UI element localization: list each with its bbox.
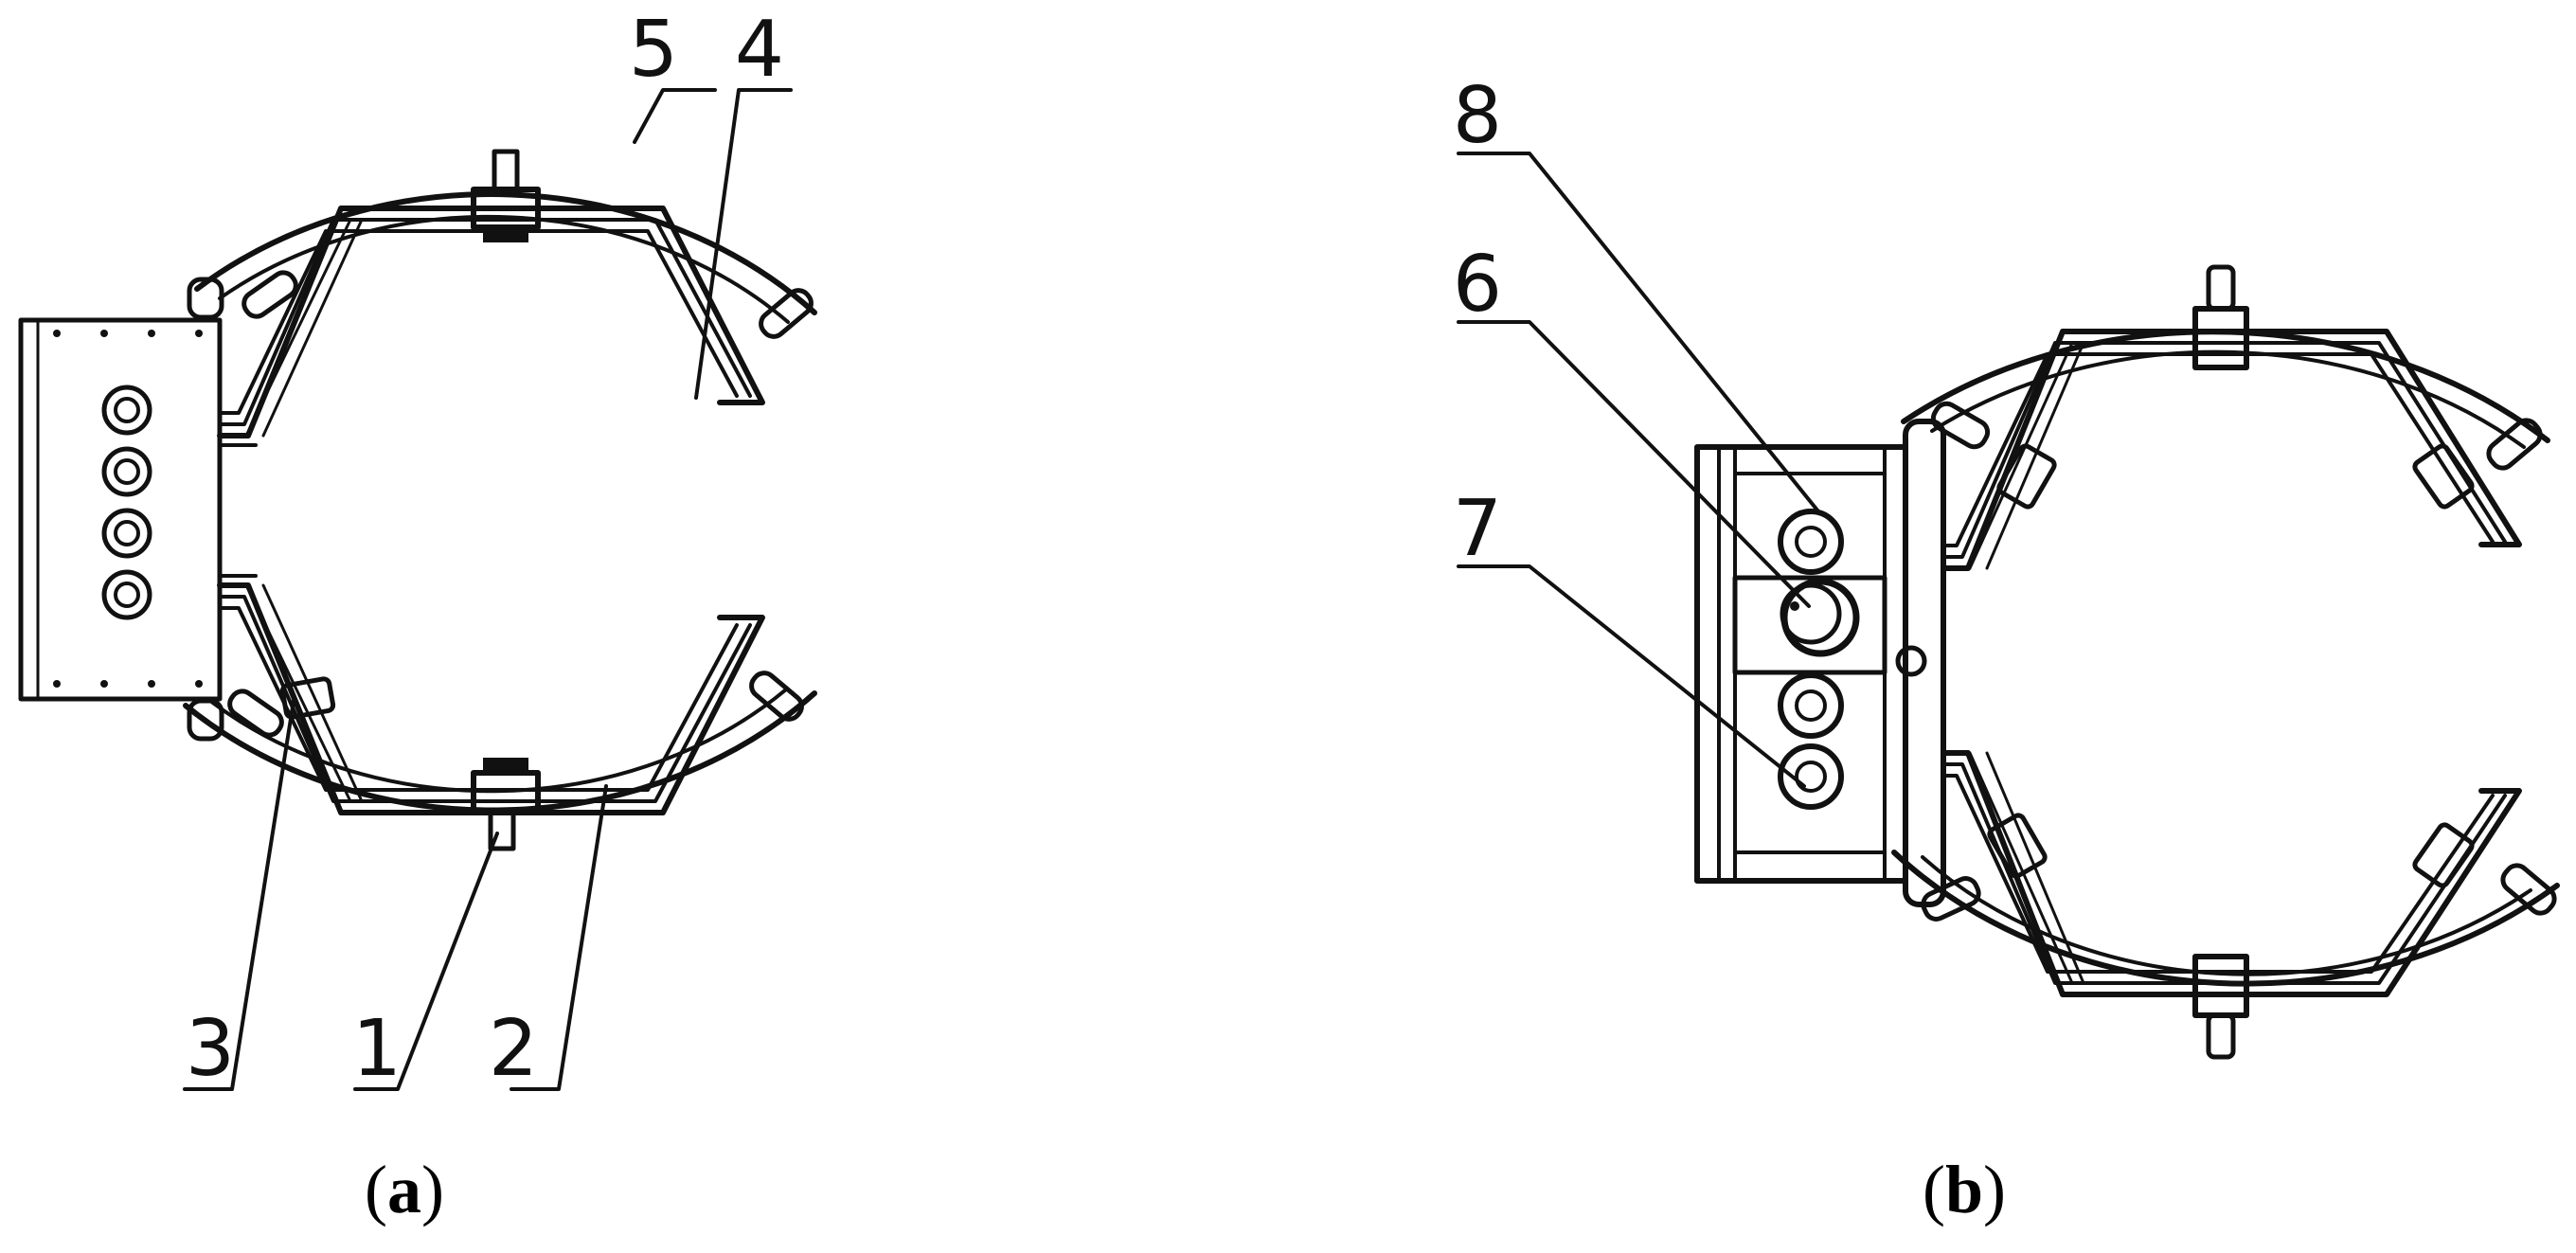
upper-jaw-frame-b [1941, 329, 2522, 571]
part-label-7: 7 [1453, 484, 1502, 574]
gearbox-housing-b [1694, 419, 1946, 907]
leader-lines-b [1457, 152, 1820, 788]
part-label-3: 3 [186, 1004, 235, 1094]
part-label-6: 6 [1453, 240, 1502, 330]
clamp-blocks-b [1987, 264, 2475, 1060]
caption-b: (b) [1923, 1152, 2007, 1227]
motor-b [1780, 578, 1860, 657]
part-label-8: 8 [1453, 71, 1502, 161]
part-label-1: 1 [352, 1004, 402, 1094]
linkage-pins-b [1921, 401, 2557, 922]
clamp-block-bottom-a [471, 758, 541, 851]
caption-a: (a) [365, 1152, 444, 1227]
part-label-2: 2 [489, 1004, 538, 1094]
lower-jaw-frame-a [217, 574, 765, 815]
base-plate-a [18, 317, 223, 702]
leader-lines-a [183, 88, 793, 1091]
panel-a-drawing [18, 88, 817, 1091]
arc-guard-top-b [1901, 329, 2550, 443]
part-label-4: 4 [735, 5, 784, 95]
arc-guard-top-a [194, 191, 817, 315]
part-label-5: 5 [629, 5, 678, 95]
panel-b-drawing [1457, 152, 2560, 1060]
clamp-block-top-a [471, 149, 541, 242]
lower-jaw-frame-b [1941, 750, 2522, 997]
linkage-pins-a [187, 270, 814, 742]
base-plate-bolts-a [53, 330, 203, 688]
gear-stack-b [1778, 509, 1844, 810]
caption-b-letter: b [1944, 1152, 1984, 1227]
caption-a-letter: a [386, 1152, 421, 1227]
upper-jaw-frame-a [217, 206, 765, 447]
mount-holes-a [101, 385, 152, 620]
